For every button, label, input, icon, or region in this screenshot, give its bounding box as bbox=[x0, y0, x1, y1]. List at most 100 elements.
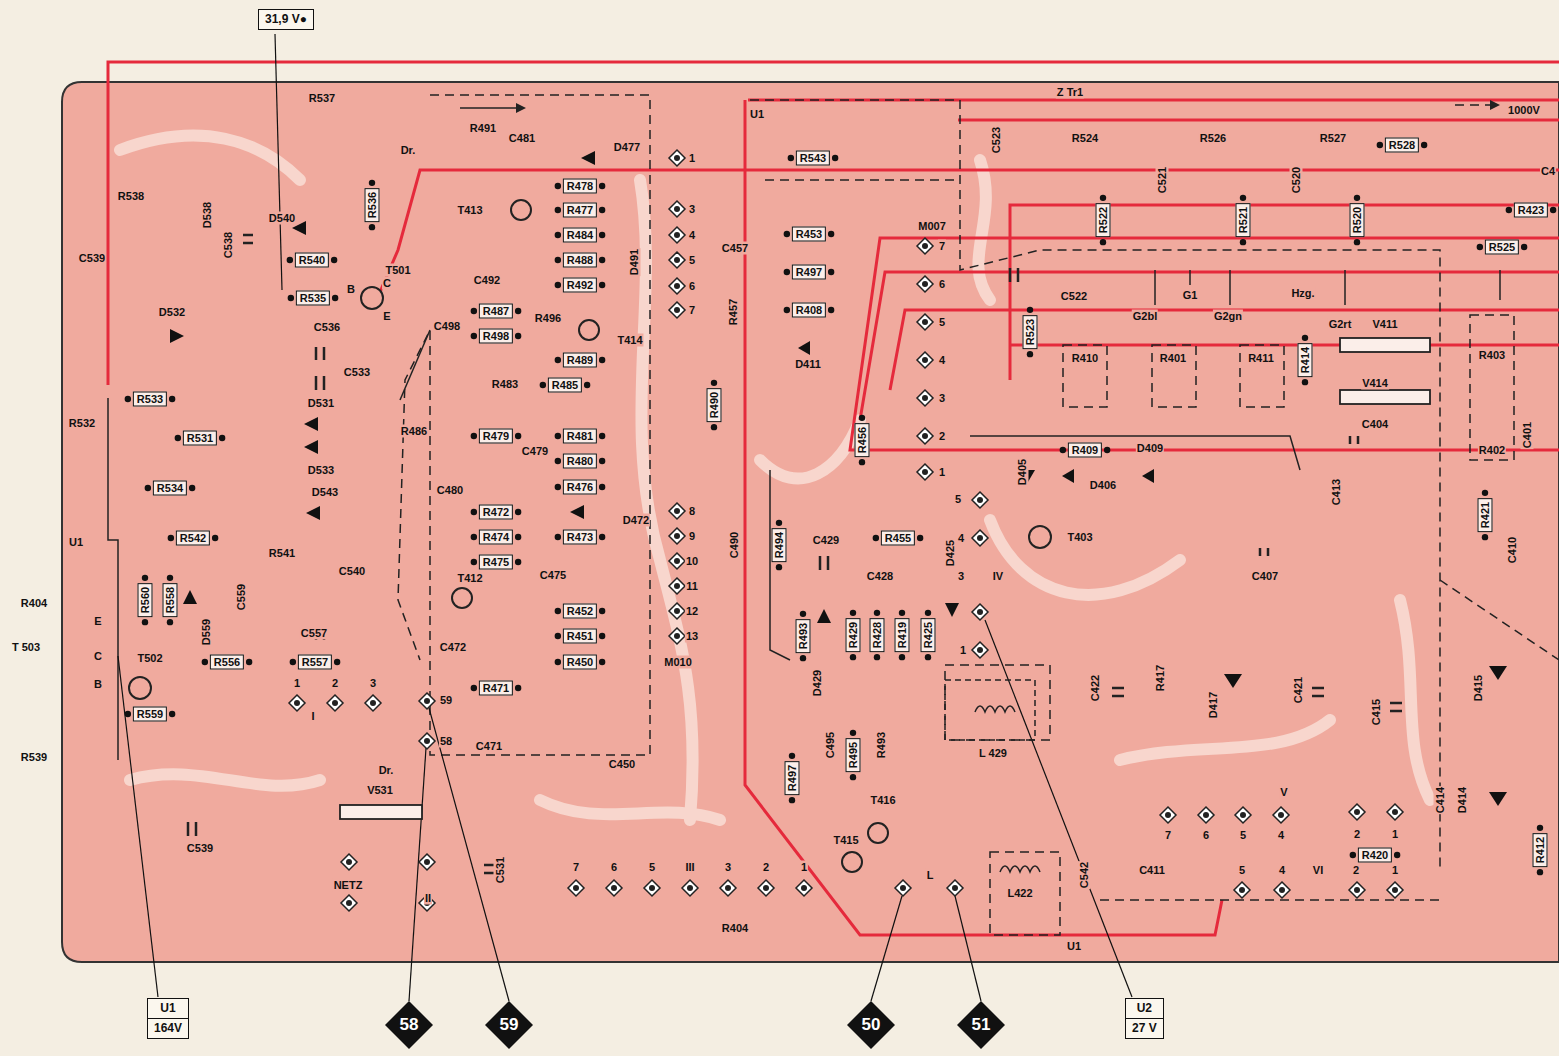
module-outline bbox=[1063, 345, 1107, 407]
resistor-label: R521 bbox=[1236, 203, 1251, 237]
module-outline bbox=[1100, 899, 1440, 901]
part-label: Dr. bbox=[378, 764, 395, 777]
solder-dot bbox=[789, 753, 795, 759]
resistor-label: R522 bbox=[1096, 203, 1111, 237]
capacitor-symbol bbox=[1312, 688, 1324, 696]
leader-line bbox=[985, 620, 1132, 997]
part-label: C522 bbox=[1060, 290, 1088, 303]
solder-dot bbox=[899, 654, 905, 660]
diode-symbol bbox=[170, 151, 1507, 806]
part-label: 7 bbox=[688, 304, 696, 317]
solder-dot bbox=[555, 183, 561, 189]
part-label: C4 bbox=[1540, 165, 1556, 178]
part-label: R417 bbox=[1154, 664, 1167, 692]
part-label: G2rt bbox=[1328, 318, 1353, 331]
solder-dot bbox=[555, 207, 561, 213]
arrow-head bbox=[516, 100, 1500, 113]
solder-dot bbox=[850, 610, 856, 616]
solder-pad bbox=[669, 528, 685, 544]
part-label: 8 bbox=[688, 505, 696, 518]
solder-dot bbox=[599, 207, 605, 213]
red-wire bbox=[380, 170, 1559, 292]
solder-pad bbox=[917, 352, 933, 368]
voltage-callout: U1164V bbox=[147, 998, 189, 1039]
arrow-head bbox=[1490, 100, 1500, 110]
solder-dot bbox=[515, 685, 521, 691]
part-label: Hzg. bbox=[1290, 287, 1315, 300]
leader-line bbox=[871, 896, 902, 1001]
solder-dot bbox=[167, 619, 173, 625]
resistor-label: R474 bbox=[479, 530, 513, 545]
resistor-label: R421 bbox=[1478, 498, 1493, 532]
red-wire bbox=[860, 272, 1559, 420]
solder-dot bbox=[290, 659, 296, 665]
resistor-label: R425 bbox=[921, 618, 936, 652]
module-outline bbox=[398, 95, 1559, 935]
part-label: D411 bbox=[794, 358, 822, 371]
part-label: II bbox=[424, 892, 432, 905]
solder-dot bbox=[175, 435, 181, 441]
part-label: C428 bbox=[866, 570, 894, 583]
callout-text: 59 bbox=[500, 1015, 519, 1035]
part-label: C559 bbox=[235, 583, 248, 611]
part-label: U1 bbox=[1066, 940, 1082, 953]
solder-pad bbox=[1160, 807, 1176, 823]
part-label: C531 bbox=[494, 856, 507, 884]
resistor-label: R497 bbox=[792, 265, 826, 280]
fuse-symbol bbox=[1340, 338, 1430, 352]
part-label: 4 bbox=[688, 229, 696, 242]
part-label: D477 bbox=[613, 141, 641, 154]
part-label: 10 bbox=[685, 555, 699, 568]
part-label: C480 bbox=[436, 484, 464, 497]
part-label: C414 bbox=[1434, 786, 1447, 814]
callout-diamond bbox=[385, 1001, 433, 1049]
solder-dot bbox=[784, 269, 790, 275]
callout-text: 51 bbox=[972, 1015, 991, 1035]
part-label: 6 bbox=[610, 861, 618, 874]
solder-dot bbox=[288, 295, 294, 301]
resistor-label: R536 bbox=[365, 188, 380, 222]
resistor-label: R487 bbox=[479, 304, 513, 319]
capacitor-symbol bbox=[1390, 703, 1402, 711]
part-label: L 429 bbox=[978, 747, 1008, 760]
solder-pad bbox=[720, 880, 736, 896]
solder-dot bbox=[1027, 351, 1033, 357]
solder-pad bbox=[419, 733, 435, 749]
diode-symbol bbox=[304, 417, 318, 431]
signal-line bbox=[400, 330, 430, 400]
solder-dot bbox=[167, 575, 173, 581]
solder-dot bbox=[1394, 852, 1400, 858]
part-label: R524 bbox=[1071, 132, 1099, 145]
module-outline bbox=[398, 95, 650, 755]
diode-symbol bbox=[1489, 666, 1507, 680]
part-label: VI bbox=[1312, 864, 1324, 877]
signal-line bbox=[770, 470, 790, 660]
part-label: U1 bbox=[68, 536, 84, 549]
part-label: R538 bbox=[117, 190, 145, 203]
callout-text: 50 bbox=[862, 1015, 881, 1035]
fuse-symbol bbox=[340, 805, 422, 819]
solder-dot bbox=[168, 535, 174, 541]
transistor-symbol bbox=[361, 287, 383, 309]
capacitor-symbol bbox=[1350, 436, 1358, 444]
part-label: D417 bbox=[1207, 691, 1220, 719]
solder-dot bbox=[1377, 142, 1383, 148]
solder-dot bbox=[555, 458, 561, 464]
part-label: C410 bbox=[1506, 536, 1519, 564]
solder-dot bbox=[219, 435, 225, 441]
callout-text: U2 bbox=[1131, 999, 1158, 1018]
solder-dot bbox=[859, 459, 865, 465]
resistor-label: R419 bbox=[895, 618, 910, 652]
solder-dot bbox=[471, 685, 477, 691]
resistor-label: R481 bbox=[563, 429, 597, 444]
part-label: R527 bbox=[1319, 132, 1347, 145]
part-label: D406 bbox=[1089, 479, 1117, 492]
part-label: R539 bbox=[20, 751, 48, 764]
part-label: C450 bbox=[608, 758, 636, 771]
part-label: 2 bbox=[331, 677, 339, 690]
diode-symbol bbox=[306, 506, 320, 520]
resistor-label: R497 bbox=[785, 761, 800, 795]
red-wire bbox=[958, 119, 1559, 122]
solder-dot bbox=[515, 559, 521, 565]
part-label: E bbox=[93, 615, 102, 628]
